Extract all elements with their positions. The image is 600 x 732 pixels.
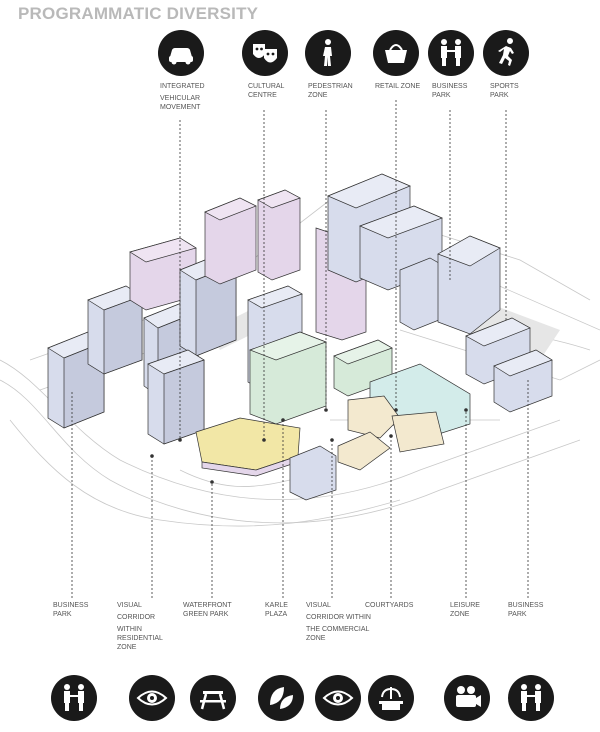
video-camera-icon xyxy=(444,675,490,721)
car-icon xyxy=(158,30,204,76)
leaves-icon xyxy=(258,675,304,721)
building-group-retail xyxy=(337,363,471,471)
leader-lines xyxy=(71,100,529,598)
business-handshake-icon xyxy=(428,30,474,76)
eye-icon xyxy=(315,675,361,721)
business-handshake-icon xyxy=(51,675,97,721)
page-title: PROGRAMMATIC DIVERSITY xyxy=(18,4,259,23)
building-group-right xyxy=(327,173,553,413)
shopping-basket-icon xyxy=(373,30,419,76)
building-group-left xyxy=(47,237,237,445)
runner-icon xyxy=(483,30,529,76)
picnic-table-icon xyxy=(190,675,236,721)
theatre-masks-icon xyxy=(242,30,288,76)
pedestrian-icon xyxy=(305,30,351,76)
label-retail-zone: RETAIL ZONE xyxy=(375,83,421,90)
eye-icon xyxy=(129,675,175,721)
business-handshake-icon xyxy=(508,675,554,721)
fountain-icon xyxy=(368,675,414,721)
karle-plaza xyxy=(195,417,337,501)
leader-dots xyxy=(150,408,468,484)
label-courtyards: COURTYARDS xyxy=(365,602,414,609)
